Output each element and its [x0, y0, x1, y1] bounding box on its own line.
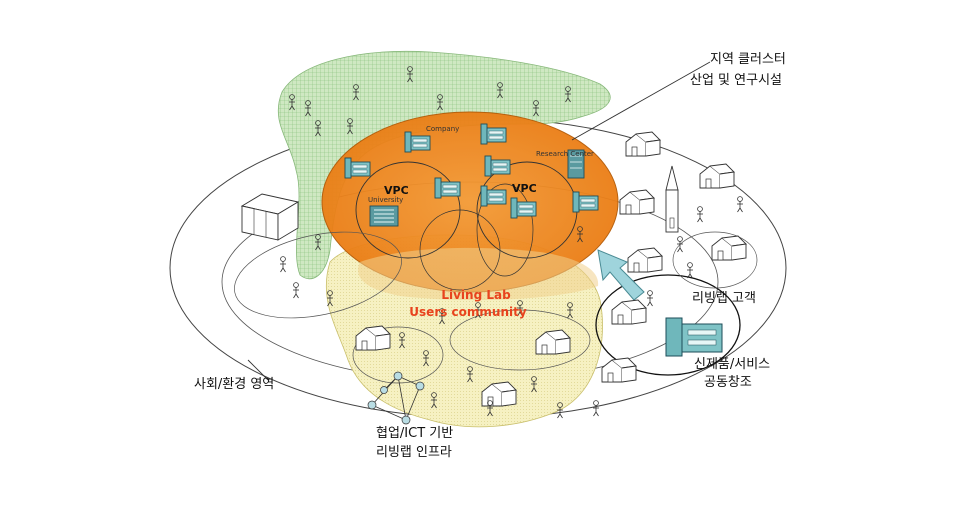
- living-lab-subtitle: Users community: [409, 305, 527, 319]
- house-icon: [625, 131, 661, 157]
- cube-building-icon: [240, 193, 300, 241]
- social-area-label: 사회/환경 영역: [194, 377, 274, 392]
- center-ellipse-2: [476, 183, 534, 277]
- outer-small-ellipse-right: [672, 231, 758, 289]
- customer-building-icon: [665, 317, 723, 357]
- house-icon: [611, 299, 647, 325]
- university-label: University: [368, 196, 403, 204]
- company-label: Company: [426, 125, 459, 133]
- center-ellipse: [419, 209, 501, 291]
- cluster-label-line1: 지역 클러스터: [710, 52, 786, 67]
- vpc-right-label: VPC: [512, 182, 537, 195]
- living-lab-title: Living Lab: [441, 288, 511, 302]
- outer-small-ellipse-left: [234, 231, 402, 319]
- house-icon: [619, 189, 655, 215]
- social-leader-line: [247, 359, 269, 381]
- cluster-leader-line: [571, 61, 711, 141]
- research-center-label: Research Center: [536, 150, 594, 158]
- cocreation-label-line2: 공동창조: [704, 375, 752, 390]
- customer-label: 리빙랩 고객: [692, 291, 756, 306]
- university-building-icon: [369, 205, 399, 227]
- cocreation-label-line1: 신제품/서비스: [694, 357, 770, 372]
- cluster-label-line2: 산업 및 연구시설: [690, 73, 782, 88]
- customer-ellipse: [595, 274, 741, 376]
- outer-small-ellipse-lower: [352, 326, 444, 384]
- infra-label-line1: 협업/ICT 기반: [376, 426, 453, 441]
- vpc-left-label: VPC: [384, 184, 409, 197]
- church-icon: [665, 165, 679, 233]
- ict-network: [367, 371, 425, 425]
- infra-label-line2: 리빙랩 인프라: [376, 445, 452, 460]
- research-building-icon: [567, 149, 585, 179]
- house-icon: [601, 357, 637, 383]
- house-icon: [627, 247, 663, 273]
- overlap-area: [358, 247, 599, 301]
- feedback-arrow: [597, 249, 645, 301]
- house-icon: [711, 235, 747, 261]
- house-icon: [699, 163, 735, 189]
